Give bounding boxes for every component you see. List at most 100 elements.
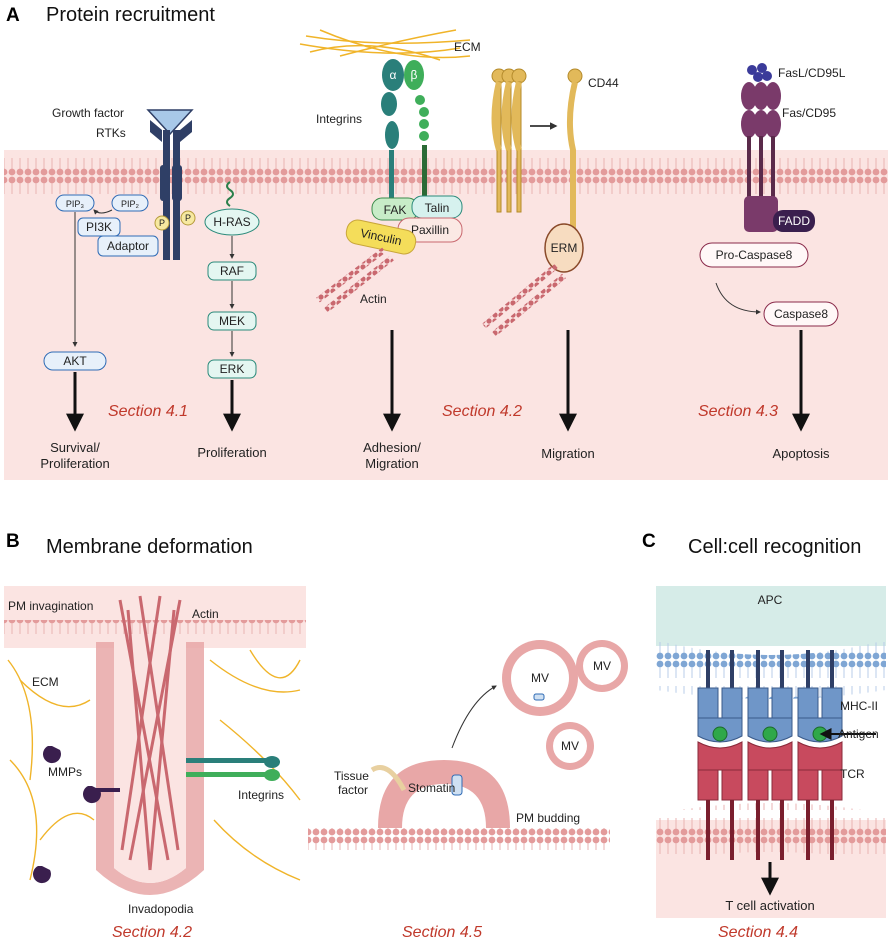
panel-b-letter: B	[6, 531, 20, 552]
akt-label: AKT	[63, 354, 87, 368]
alpha-label: α	[390, 68, 397, 82]
mhc-stalk	[756, 650, 760, 690]
microvesicles	[502, 640, 628, 770]
panel-a-membrane	[4, 150, 888, 196]
adaptor-box	[97, 235, 159, 257]
section-4-2-label-b: Section 4.2	[112, 924, 192, 941]
pi3k-label: PI3K	[86, 220, 112, 234]
erm-label: ERM	[551, 241, 578, 255]
tcr-label: TCR	[840, 767, 865, 781]
mmps-label: MMPs	[48, 765, 82, 779]
invadopodia-actin	[118, 595, 182, 871]
pip2-box	[111, 194, 149, 212]
actin-filament-a1	[316, 247, 386, 303]
mhc-domain	[821, 687, 843, 719]
talin-label: Talin	[425, 201, 450, 215]
ecm-fibers	[299, 29, 471, 61]
section-4-1-label: Section 4.1	[108, 403, 188, 420]
tissue-factor-protein	[370, 765, 407, 792]
panel-b-title: Membrane deformation	[46, 536, 253, 558]
procaspase8-box	[699, 242, 809, 268]
mv-label-2: MV	[593, 659, 611, 673]
panel-a-letter: A	[6, 5, 20, 26]
budding-membrane-bulge	[378, 760, 510, 828]
mmp-enzymes	[32, 746, 120, 884]
survival-label-2: Proliferation	[40, 456, 109, 471]
panel-b: B Membrane deformation ECM PM invaginati…	[4, 531, 628, 941]
pm-invagination-label: PM invagination	[8, 599, 93, 613]
integrin-dimer: α β	[381, 59, 429, 200]
pip2-label: PIP₂	[121, 199, 140, 209]
caspase8-label: Caspase8	[774, 307, 828, 321]
budding-membrane-base	[308, 828, 610, 850]
section-4-4-label: Section 4.4	[718, 924, 798, 941]
tcell-activation-label: T cell activation	[725, 898, 814, 913]
mhc-domain	[747, 687, 769, 719]
mhc-label: MHC-II	[840, 699, 878, 713]
tcr-domain	[797, 741, 843, 771]
mv-label-1: MV	[531, 671, 549, 685]
invadopodia-membrane	[96, 642, 204, 895]
tcr-stalk	[706, 800, 710, 860]
panel-c-letter: C	[642, 531, 656, 552]
tissue-factor-label-1: Tissue	[334, 769, 369, 783]
tcr-stalk	[830, 800, 834, 860]
cd44-cluster	[491, 68, 583, 245]
stomatin-protein	[451, 774, 463, 796]
panel-c: C Cell:cell recognition APC MHC-II Antig…	[642, 531, 886, 941]
fadd-label: FADD	[778, 214, 810, 228]
rtk-receptor: P P	[146, 109, 196, 260]
cd44-label: CD44	[588, 76, 619, 90]
mhc-tcr-complexes	[697, 650, 843, 860]
integrins-label-b: Integrins	[238, 788, 284, 802]
mhc-domain	[697, 687, 719, 719]
mhc-stalk	[706, 650, 710, 690]
actin-filament-b2	[492, 273, 566, 337]
actin-filament-a2	[324, 255, 394, 313]
tcr-stalk	[730, 800, 734, 860]
tcr-stalk	[756, 800, 760, 860]
pm-budding-label: PM budding	[516, 811, 580, 825]
pi3k-box	[77, 217, 121, 237]
tcr-domain	[771, 769, 793, 801]
erk-label: ERK	[220, 362, 245, 376]
apc-cell	[656, 586, 886, 646]
tissue-factor-label-2: factor	[338, 783, 368, 797]
migration-label: Migration	[541, 446, 594, 461]
mhc-stalk	[780, 650, 784, 690]
survival-label-1: Survival/	[50, 440, 100, 455]
hras-label: H-RAS	[213, 215, 250, 229]
integrin-b	[186, 756, 280, 781]
beta-label: β	[411, 68, 418, 82]
panel-a: A Protein recruitment P P Growth factor …	[4, 4, 888, 480]
growth-factor-label: Growth factor	[52, 106, 124, 120]
tcr-domain	[697, 769, 719, 801]
mhc-stalk	[730, 650, 734, 690]
ecm-label: ECM	[454, 40, 481, 54]
tcr-domain	[747, 741, 793, 771]
mek-label: MEK	[219, 314, 245, 328]
integrins-label: Integrins	[316, 112, 362, 126]
paxillin-label: Paxillin	[411, 223, 449, 237]
fadd-box	[773, 210, 815, 232]
mek-box	[207, 311, 257, 331]
apoptosis-label: Apoptosis	[772, 446, 830, 461]
pip3-label: PIP₃	[66, 199, 85, 209]
mhc-stalk	[806, 650, 810, 690]
apc-membrane	[656, 640, 886, 699]
tcr-domain	[747, 769, 769, 801]
actin-filament-b1	[482, 263, 558, 329]
procaspase8-label: Pro-Caspase8	[716, 248, 793, 262]
erk-box	[207, 359, 257, 379]
mhc-stalk	[830, 650, 834, 690]
actin-label-b: Actin	[192, 607, 219, 621]
pip3-box	[55, 194, 95, 212]
mv-label-3: MV	[561, 739, 579, 753]
stomatin-label: Stomatin	[408, 781, 455, 795]
fasl-label: FasL/CD95L	[778, 66, 846, 80]
section-4-5-label: Section 4.5	[402, 924, 482, 941]
adaptor-label: Adaptor	[107, 239, 149, 253]
tcr-stalk	[780, 800, 784, 860]
tcr-domain	[821, 769, 843, 801]
